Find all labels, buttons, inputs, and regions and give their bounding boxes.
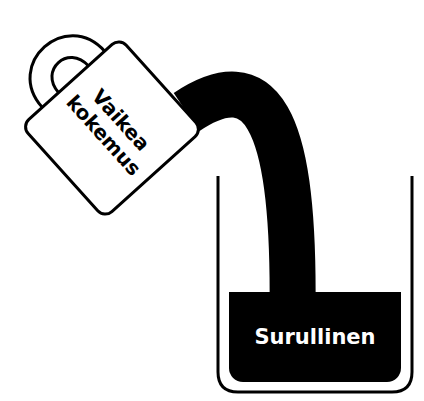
mug-node: Vaikea kokemus (21, 38, 202, 218)
liquid-node: Surullinen (229, 292, 401, 382)
liquid-label: Surullinen (229, 292, 401, 382)
glass-outline (218, 176, 412, 392)
mug-body (21, 38, 202, 218)
mug-label: Vaikea kokemus (21, 38, 202, 218)
pour-stream (186, 95, 292, 293)
